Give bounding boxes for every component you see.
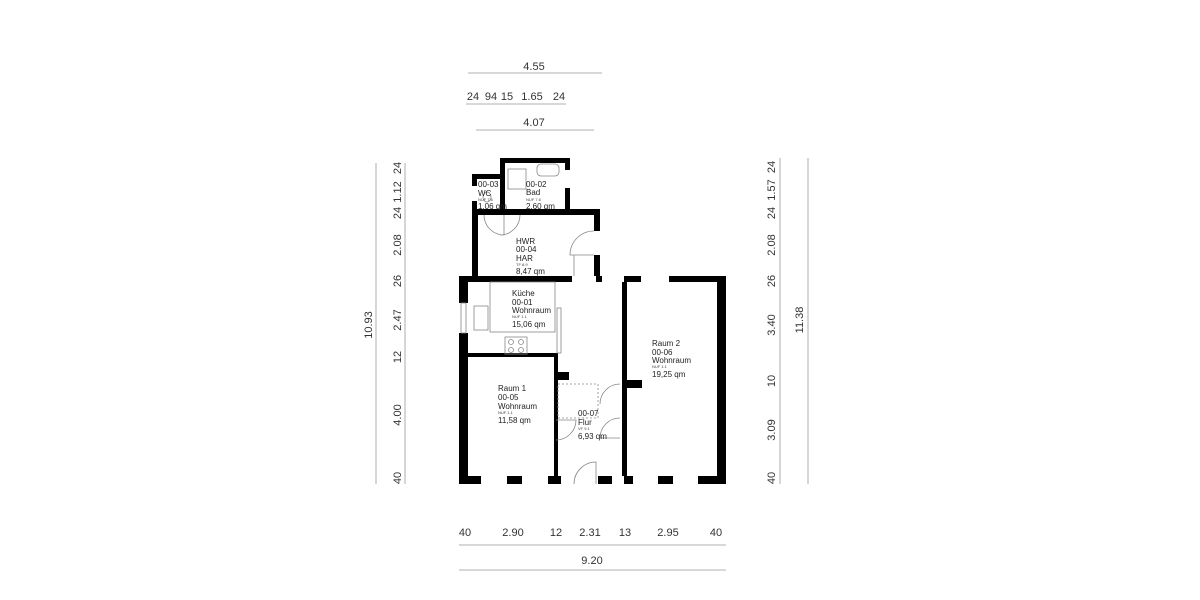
dim-label: 2.31: [579, 527, 600, 539]
dim-label: 40: [766, 472, 778, 484]
room-kueche[interactable]: Küche 00-01 Wohnraum NUF 1.1 15,06 qm: [512, 289, 551, 329]
dim-label: 3.09: [766, 419, 778, 440]
dim-label: 24: [392, 207, 404, 219]
dimensions-left: 24 1.12 24 2.08 26 2.47 12 4.00 40 10.93: [363, 162, 404, 484]
dim-label: 2.08: [766, 234, 778, 255]
room-bad[interactable]: 00-02 Bad NUF 7.6 2,60 qm: [526, 180, 555, 211]
room-name: Raum 2: [652, 339, 681, 348]
room-number: 00-02: [526, 180, 547, 189]
room-name: WC: [478, 189, 492, 198]
dim-label: 2.47: [392, 309, 404, 330]
room-wc[interactable]: 00-03 WC NUF 7.6 1,06 qm: [478, 180, 507, 211]
room-area: 19,25 qm: [652, 370, 686, 379]
room-number: 00-04: [516, 245, 537, 254]
room-type: Wohnraum: [512, 306, 551, 315]
room-type: HAR: [516, 254, 533, 263]
doors-fixtures: [473, 163, 621, 485]
dim-label: 2.95: [657, 527, 678, 539]
dim-label: 40: [459, 527, 471, 539]
room-number: 00-01: [512, 298, 533, 307]
room-type: Wohnraum: [498, 402, 537, 411]
dim-label: 24: [766, 207, 778, 219]
room-number: 00-07: [578, 409, 599, 418]
room-number: 00-03: [478, 180, 499, 189]
room-name: Küche: [512, 289, 535, 298]
dim-label: 11.38: [794, 307, 806, 334]
dim-label: 40: [392, 472, 404, 484]
dim-label: 26: [766, 275, 778, 287]
dim-label: 2.08: [392, 234, 404, 255]
room-code: NUF 7.6: [478, 197, 494, 202]
dim-label: 24: [392, 162, 404, 174]
room-area: 15,06 qm: [512, 320, 546, 329]
room-hwr[interactable]: HWR 00-04 HAR TF 8.9 8,47 qm: [516, 237, 545, 276]
dim-label: 40: [710, 527, 722, 539]
dim-label: 24: [766, 161, 778, 173]
room-name: Bad: [526, 188, 540, 197]
room-flur[interactable]: 00-07 Flur VF 9.1 6,93 qm: [578, 409, 607, 441]
room-raum-1[interactable]: Raum 1 00-05 Wohnraum NUF 1.1 11,58 qm: [498, 384, 537, 425]
room-area: 11,58 qm: [498, 416, 531, 425]
room-name: Raum 1: [498, 384, 527, 393]
dim-label: 1.65: [521, 91, 542, 103]
dim-label: 24: [553, 91, 565, 103]
dim-label: 10.93: [363, 311, 375, 339]
dim-label: 10: [766, 375, 778, 387]
room-code: NUF 1.1: [512, 314, 528, 319]
room-area: 1,06 qm: [478, 202, 507, 211]
dimension-lines: [375, 72, 809, 571]
room-area: 2,60 qm: [526, 202, 555, 211]
room-code: NUF 1.1: [498, 410, 514, 415]
dim-label: 1.12: [392, 181, 404, 202]
room-number: 00-05: [498, 393, 519, 402]
dim-label: 1.57: [766, 179, 778, 200]
room-code: TF 8.9: [516, 262, 528, 267]
dim-label: 26: [392, 275, 404, 287]
dimensions-bottom: 40 2.90 12 2.31 13 2.95 40 9.20: [459, 527, 722, 567]
dim-label: 13: [619, 527, 631, 539]
room-name: HWR: [516, 237, 535, 246]
room-code: VF 9.1: [578, 426, 591, 431]
dim-label: 94: [485, 91, 497, 103]
room-area: 6,93 qm: [578, 432, 607, 441]
dim-label: 2.90: [502, 527, 523, 539]
dim-label: 15: [501, 91, 513, 103]
room-raum-2[interactable]: Raum 2 00-06 Wohnraum NUF 1.1 19,25 qm: [652, 339, 691, 379]
room-number: 00-06: [652, 348, 673, 357]
walls: [459, 158, 726, 484]
dim-label: 12: [550, 527, 562, 539]
room-area: 8,47 qm: [516, 267, 545, 276]
dim-label: 4.55: [523, 61, 544, 73]
room-name: Flur: [578, 418, 592, 427]
dim-label: 4.00: [392, 404, 404, 425]
dim-label: 3.40: [766, 314, 778, 335]
dim-label: 24: [467, 91, 479, 103]
dimensions-top: 4.55 24 94 15 1.65 24 4.07: [467, 61, 565, 129]
room-code: NUF 7.6: [526, 197, 542, 202]
room-code: NUF 1.1: [652, 364, 668, 369]
dim-label: 4.07: [523, 117, 544, 129]
room-type: Wohnraum: [652, 356, 691, 365]
dimensions-right: 24 1.57 24 2.08 26 3.40 10 3.09 40 11.38: [766, 161, 806, 484]
dim-label: 9.20: [581, 555, 602, 567]
dim-label: 12: [392, 351, 404, 363]
